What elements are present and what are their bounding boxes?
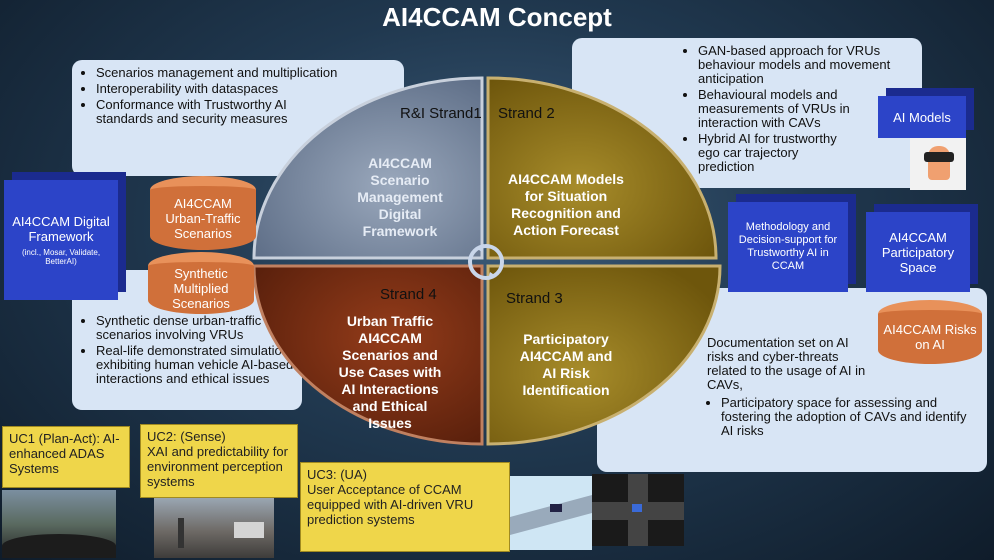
digital-framework-title: AI4CCAM Digital Framework xyxy=(12,214,110,244)
risks-on-ai-cylinder: AI4CCAM Risks on AI xyxy=(878,300,982,364)
strand4-text-line: Use Cases with xyxy=(339,364,442,380)
strand1-quadrant xyxy=(252,76,484,260)
uc2-body: XAI and predictability for environment p… xyxy=(147,444,288,489)
strand1-text-line: Scenario xyxy=(370,172,429,188)
panel-bullet: Synthetic dense urban-traffic scenarios … xyxy=(96,314,296,342)
strand1-text-line: Framework xyxy=(363,223,438,239)
strand4-text-line: AI4CCAM xyxy=(358,330,422,346)
uc3-title: UC3: (UA) xyxy=(307,467,367,482)
digital-framework-box: AI4CCAM Digital Framework (incl., Mosar,… xyxy=(4,180,118,300)
uc3-intersection-image xyxy=(592,474,684,546)
strand1-text-line: AI4CCAM xyxy=(368,155,432,171)
strand2-label: Strand 2 xyxy=(498,105,555,122)
strand3-text-line: AI Risk xyxy=(542,365,590,381)
strand2-text-line: Recognition and xyxy=(511,205,621,221)
panel-bullet: Real-life demonstrated simulations exhib… xyxy=(96,344,296,386)
panel-bullet: GAN-based approach for VRUs behaviour mo… xyxy=(698,44,912,86)
strand4-text-line: Issues xyxy=(368,415,412,431)
digital-framework-subtitle: (incl., Mosar, Validate, BetterAI) xyxy=(21,248,101,266)
page-title: AI4CCAM Concept xyxy=(382,2,612,32)
cycle-arrows-icon xyxy=(468,244,504,280)
strand4-text-line: Scenarios and xyxy=(342,347,438,363)
strand2-text-line: Action Forecast xyxy=(513,222,619,238)
uc3-body: User Acceptance of CCAM equipped with AI… xyxy=(307,482,474,527)
uc2-box: UC2: (Sense) XAI and predictability for … xyxy=(140,424,298,498)
uc2-street-image xyxy=(154,498,274,558)
strand4-quadrant xyxy=(252,264,484,446)
panel-bullet: Scenarios management and multiplication xyxy=(96,66,396,80)
panel-lead-text: Documentation set on AI risks and cyber-… xyxy=(707,335,866,392)
strand3-label: Strand 3 xyxy=(506,290,563,307)
strand1-text-line: Digital xyxy=(379,206,422,222)
strands-circle: R&I Strand1 Strand 2 Strand 3 Strand 4 A… xyxy=(252,76,722,446)
strand3-text-line: Identification xyxy=(522,382,609,398)
strand1-label: R&I Strand1 xyxy=(400,105,482,122)
panel-bullet: Behavioural models and measurements of V… xyxy=(698,88,912,130)
panel-bullet: Interoperability with dataspaces xyxy=(96,82,396,96)
strand2-quadrant xyxy=(486,76,718,260)
strand3-text-line: Participatory xyxy=(523,331,609,347)
methodology-box: Methodology and Decision-support for Tru… xyxy=(728,202,848,292)
strand4-text-line: AI Interactions xyxy=(341,381,438,397)
uc2-title: UC2: (Sense) xyxy=(147,429,226,444)
uc1-box: UC1 (Plan-Act): AI-enhanced ADAS Systems xyxy=(2,426,130,488)
strand4-text-line: Urban Traffic xyxy=(347,313,434,329)
urban-traffic-scenarios-cylinder: AI4CCAM Urban-Traffic Scenarios xyxy=(150,176,256,250)
strand3-quadrant xyxy=(486,264,722,446)
panel-bullet: Hybrid AI for trustworthy ego car trajec… xyxy=(698,132,848,174)
vr-headset-image xyxy=(910,138,966,190)
uc3-box: UC3: (UA) User Acceptance of CCAM equipp… xyxy=(300,462,510,552)
ai-models-box: AI Models xyxy=(878,96,966,138)
panel-bullet: Conformance with Trustworthy AI standard… xyxy=(96,98,306,126)
strand2-text-line: AI4CCAM Models xyxy=(508,171,624,187)
strand1-text-line: Management xyxy=(357,189,443,205)
participatory-space-box: AI4CCAM Participatory Space xyxy=(866,212,970,292)
synthetic-scenarios-cylinder: Synthetic Multiplied Scenarios xyxy=(148,252,254,314)
strand4-text-line: and Ethical xyxy=(353,398,428,414)
strand3-text-line: AI4CCAM and xyxy=(520,348,613,364)
strand2-text-line: for Situation xyxy=(525,188,607,204)
strand4-label: Strand 4 xyxy=(380,286,437,303)
uc3-simulation-image xyxy=(510,476,592,550)
panel-bullet: Participatory space for assessing and fo… xyxy=(721,396,977,438)
uc1-cockpit-image xyxy=(2,490,116,558)
